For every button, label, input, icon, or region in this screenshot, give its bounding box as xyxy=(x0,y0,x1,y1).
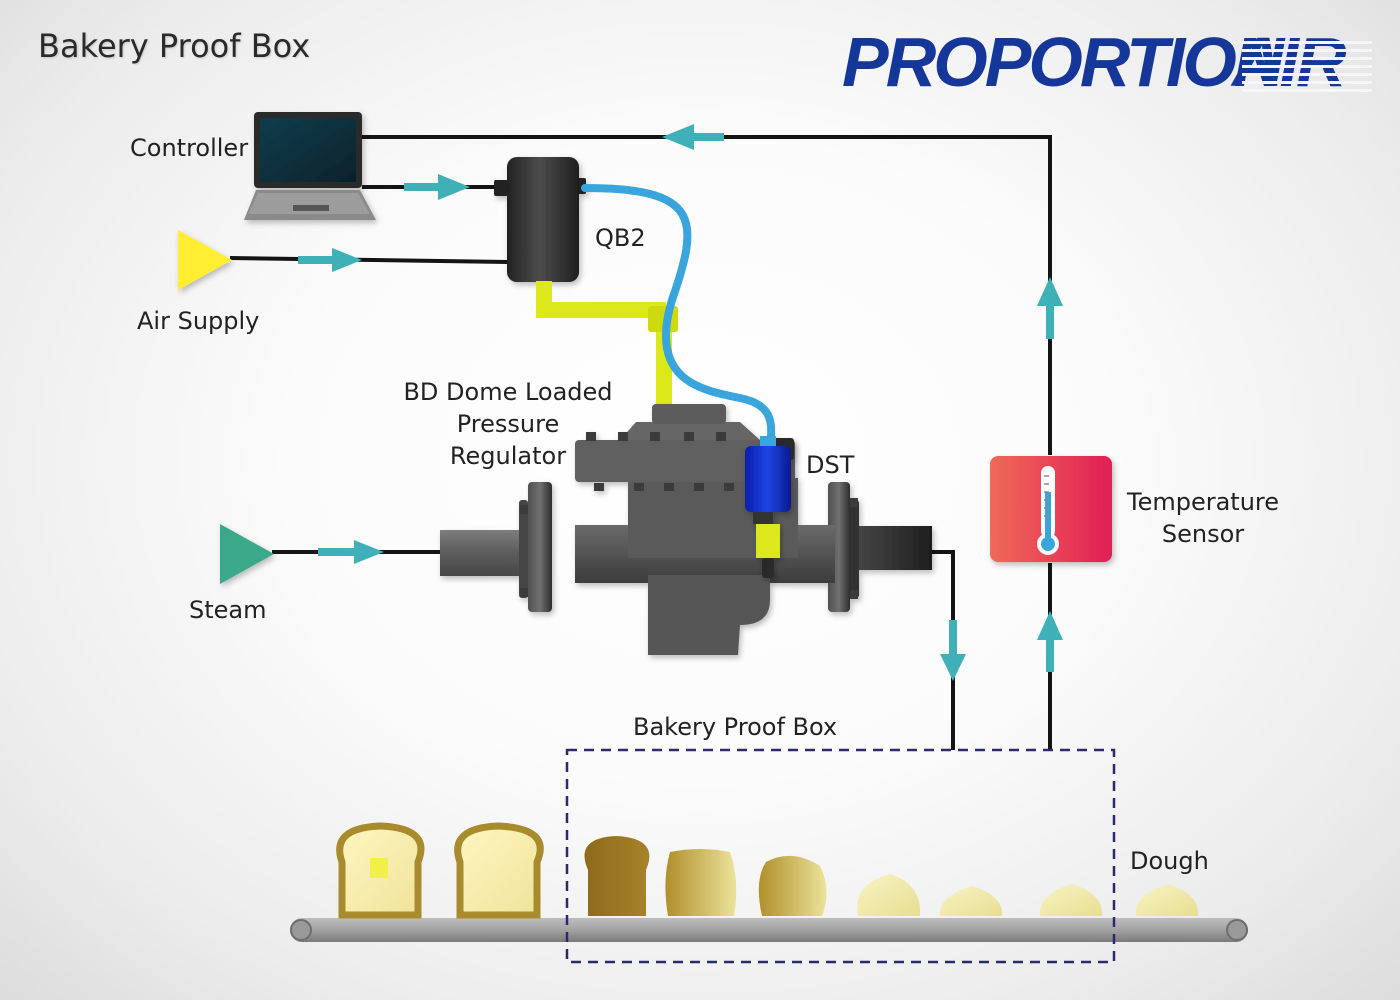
dst-device xyxy=(745,436,794,578)
temp-sensor-label-line2: Sensor xyxy=(1161,520,1245,548)
air-supply-label: Air Supply xyxy=(137,307,260,335)
baked-loaf xyxy=(584,836,650,916)
flow-arrows xyxy=(298,124,1063,681)
pressure-controller-icon xyxy=(494,157,586,282)
proof-box-outline xyxy=(565,748,1116,964)
arrow-steam-down xyxy=(940,620,966,681)
regulator-label-line2: Pressure xyxy=(456,410,560,438)
arrow-air-supply xyxy=(298,248,362,272)
thermometer-icon xyxy=(1037,466,1059,555)
steam-source-icon xyxy=(220,524,274,584)
dough-ball-3 xyxy=(1039,884,1103,916)
steam-label: Steam xyxy=(189,596,267,624)
temp-sensor-label-line1: Temperature xyxy=(1126,488,1280,516)
arrow-sensor-up-bottom xyxy=(1037,611,1063,672)
dough-ball-1 xyxy=(857,874,921,916)
bread-items xyxy=(336,822,1199,919)
sensor-feedback-line xyxy=(362,135,1052,455)
page-title: Bakery Proof Box xyxy=(38,27,311,65)
toast-plain xyxy=(454,822,544,919)
laptop-icon xyxy=(244,112,376,220)
brand-logo: PROPORTION AIR xyxy=(842,22,1372,102)
dst-label: DST xyxy=(806,451,855,479)
dough-ball-4 xyxy=(1135,884,1199,916)
steam-outlet-line xyxy=(932,550,955,750)
rising-loaf-1 xyxy=(665,849,737,916)
arrow-sensor-up-top xyxy=(1037,277,1063,339)
controller-label: Controller xyxy=(130,134,249,162)
qb2-label: QB2 xyxy=(595,224,646,252)
blue-pilot-tube xyxy=(581,184,776,449)
arrow-controller-to-qb2 xyxy=(404,174,470,200)
air-supply-line xyxy=(229,256,509,264)
conveyor-belt xyxy=(290,918,1248,942)
proof-box-label: Bakery Proof Box xyxy=(633,713,838,741)
brand-stripes xyxy=(1242,36,1372,94)
regulator-label-line1: BD Dome Loaded xyxy=(403,378,613,406)
arrow-feedback-left xyxy=(662,124,724,150)
regulator-label-line3: Regulator xyxy=(449,442,567,470)
brand-logo-part1: PROPORTION xyxy=(842,23,1284,101)
rising-loaf-2 xyxy=(758,855,827,916)
arrow-steam xyxy=(318,540,384,564)
dough-ball-2 xyxy=(939,886,1003,916)
butter-pat xyxy=(370,858,388,878)
dough-label: Dough xyxy=(1130,847,1209,875)
air-supply-icon xyxy=(178,230,232,290)
